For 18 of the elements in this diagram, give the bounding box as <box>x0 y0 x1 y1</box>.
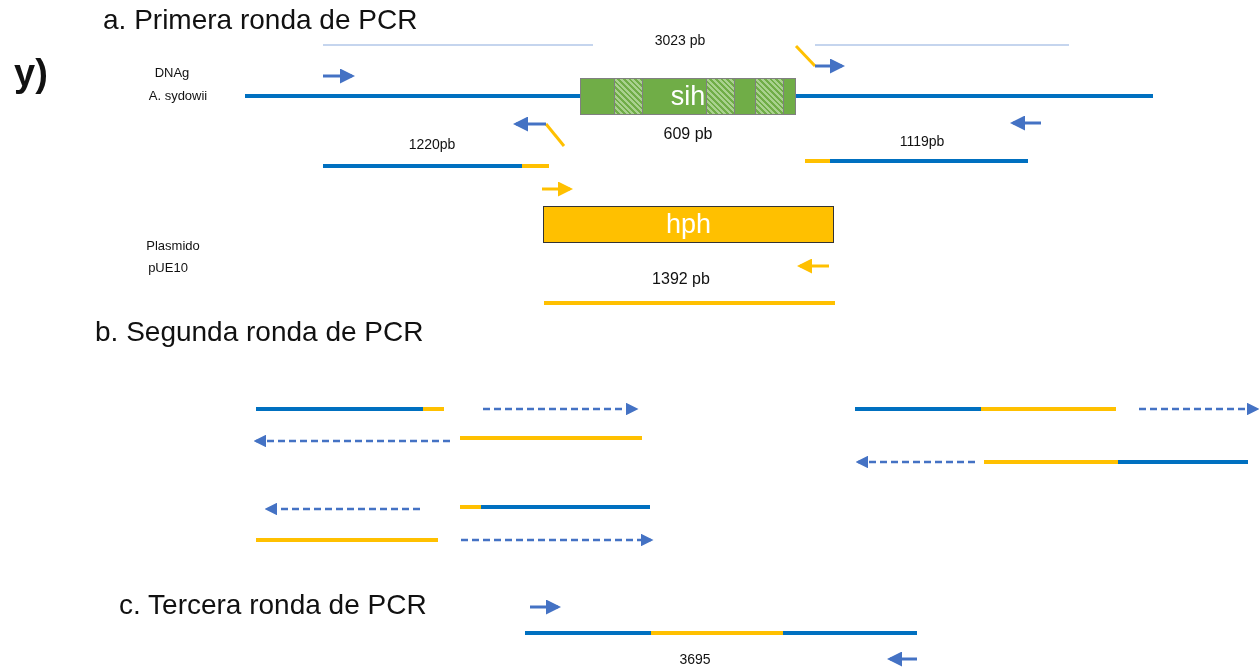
gene-box <box>543 206 834 243</box>
gene-name: hph <box>665 209 712 240</box>
template-label: A. sydowii <box>148 88 208 103</box>
gene-box <box>580 78 796 115</box>
template-label: pUE10 <box>148 260 188 275</box>
size-label: 1220pb <box>408 136 456 152</box>
panel-letter: y) <box>14 52 48 95</box>
gene-name: sih <box>670 81 706 112</box>
size-label: 1392 pb <box>652 270 710 288</box>
section-heading: b. Segunda ronda de PCR <box>95 316 424 348</box>
size-label: 3695 <box>679 651 711 667</box>
size-label: 1119pb <box>899 133 945 149</box>
template-label: Plasmido <box>146 238 200 253</box>
size-label: 3023 pb <box>654 32 706 48</box>
size-label: 609 pb <box>663 125 713 143</box>
section-heading: a. Primera ronda de PCR <box>103 4 418 36</box>
template-label: DNAg <box>154 65 190 80</box>
section-heading: c. Tercera ronda de PCR <box>119 589 427 621</box>
